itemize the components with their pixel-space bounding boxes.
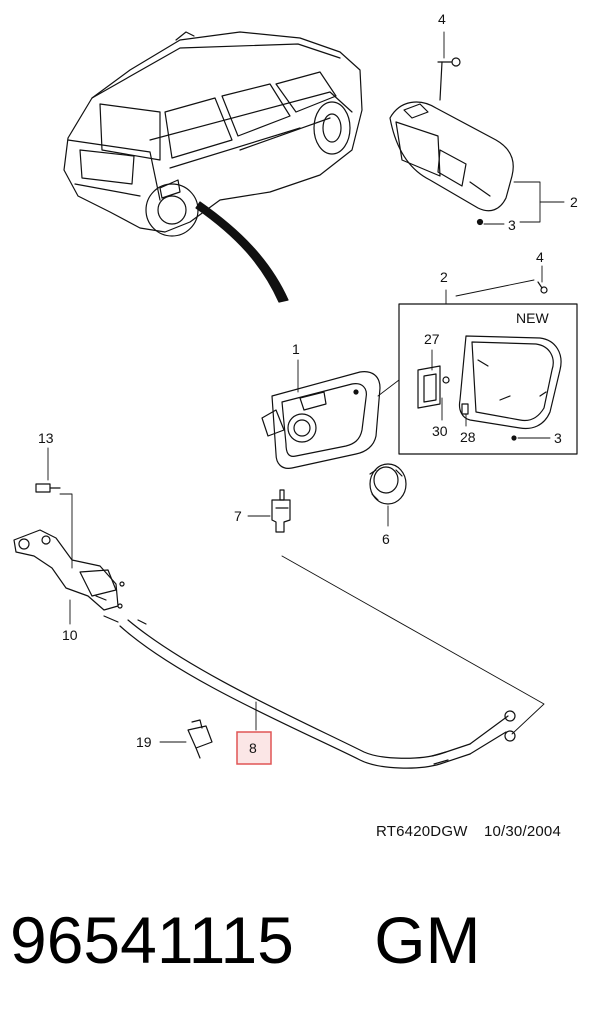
footer-part-info: 96541115 GM (10, 890, 590, 990)
brand-name: GM (374, 903, 481, 977)
callout-7: 7 (234, 508, 242, 524)
callout-19: 19 (136, 734, 152, 750)
callout-28: 28 (460, 429, 476, 445)
release-lever (13, 483, 125, 611)
new-fuel-door-box (398, 281, 578, 455)
callout-6: 6 (382, 531, 390, 547)
callout-3-top: 3 (508, 217, 516, 233)
callout-1: 1 (292, 341, 300, 357)
callout-10: 10 (62, 627, 78, 643)
callout-30: 30 (432, 423, 448, 439)
highlight-box-8 (236, 731, 272, 765)
fuel-filler-housing (261, 371, 381, 469)
drawing-reference: RT6420DGW 10/30/2004 (376, 823, 561, 840)
release-cable (103, 615, 516, 769)
callout-2-new: 2 (440, 269, 448, 285)
fuel-cap (369, 463, 407, 505)
callout-13: 13 (38, 430, 54, 446)
callout-4-new: 4 (536, 249, 544, 265)
reference-code: RT6420DGW (376, 823, 468, 840)
callout-2-top: 2 (570, 194, 578, 210)
callout-3-new: 3 (554, 430, 562, 446)
cable-clip (187, 719, 213, 759)
release-actuator (271, 489, 291, 533)
fuel-door-assembly-top (389, 57, 514, 226)
new-label: NEW (516, 310, 549, 326)
callout-8: 8 (249, 740, 257, 756)
callout-27: 27 (424, 331, 440, 347)
callout-4-top: 4 (438, 11, 446, 27)
callout-labels: 4 2 3 2 4 NEW 27 30 28 3 1 13 7 6 10 19 … (38, 11, 578, 756)
car-illustration (63, 31, 363, 303)
reference-date: 10/30/2004 (483, 823, 562, 840)
part-number: 96541115 (10, 903, 294, 977)
leader-lines (47, 31, 565, 743)
